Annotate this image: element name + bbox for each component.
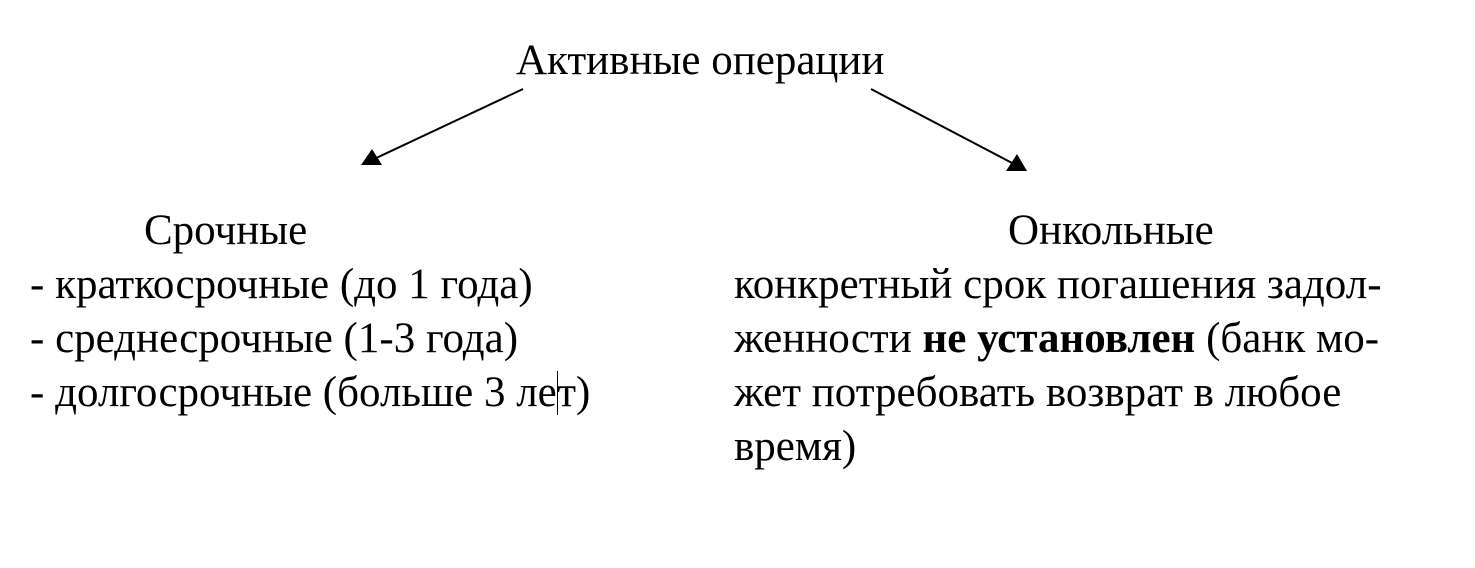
right-text-segment: (банк мо- [1195, 315, 1380, 362]
right-text-line: конкретный срок погашения задол- [734, 261, 1382, 308]
left-item-text-before-cursor: - долгосрочные (больше 3 ле [30, 369, 557, 416]
right-text-segment: женности [734, 315, 923, 362]
arrow-left-line [371, 88, 524, 161]
arrow-to-srochnye [361, 88, 524, 165]
text-cursor-icon [556, 371, 559, 415]
diagram-title: Активные операции [516, 37, 885, 84]
arrow-right-line [870, 88, 1015, 165]
right-bold-phrase: не установлен [922, 315, 1196, 362]
right-text-line: женности не установлен (банк мо- [734, 312, 1379, 366]
left-list-item: - среднесрочные (1-3 года) [30, 315, 519, 362]
right-heading: Онкольные [1008, 207, 1214, 254]
left-item-text-after-cursor: т) [557, 369, 591, 416]
right-text-line: жет потребовать возврат в любое [734, 369, 1342, 416]
arrow-left-head-icon [361, 149, 382, 165]
left-list-item: - краткосрочные (до 1 года) [30, 261, 533, 308]
right-text-line: время) [734, 423, 857, 470]
arrow-to-onkolnye [870, 88, 1027, 171]
left-list-item: - долгосрочные (больше 3 лет) [30, 366, 590, 420]
left-heading: Срочные [144, 207, 308, 254]
arrow-right-head-icon [1006, 154, 1027, 171]
